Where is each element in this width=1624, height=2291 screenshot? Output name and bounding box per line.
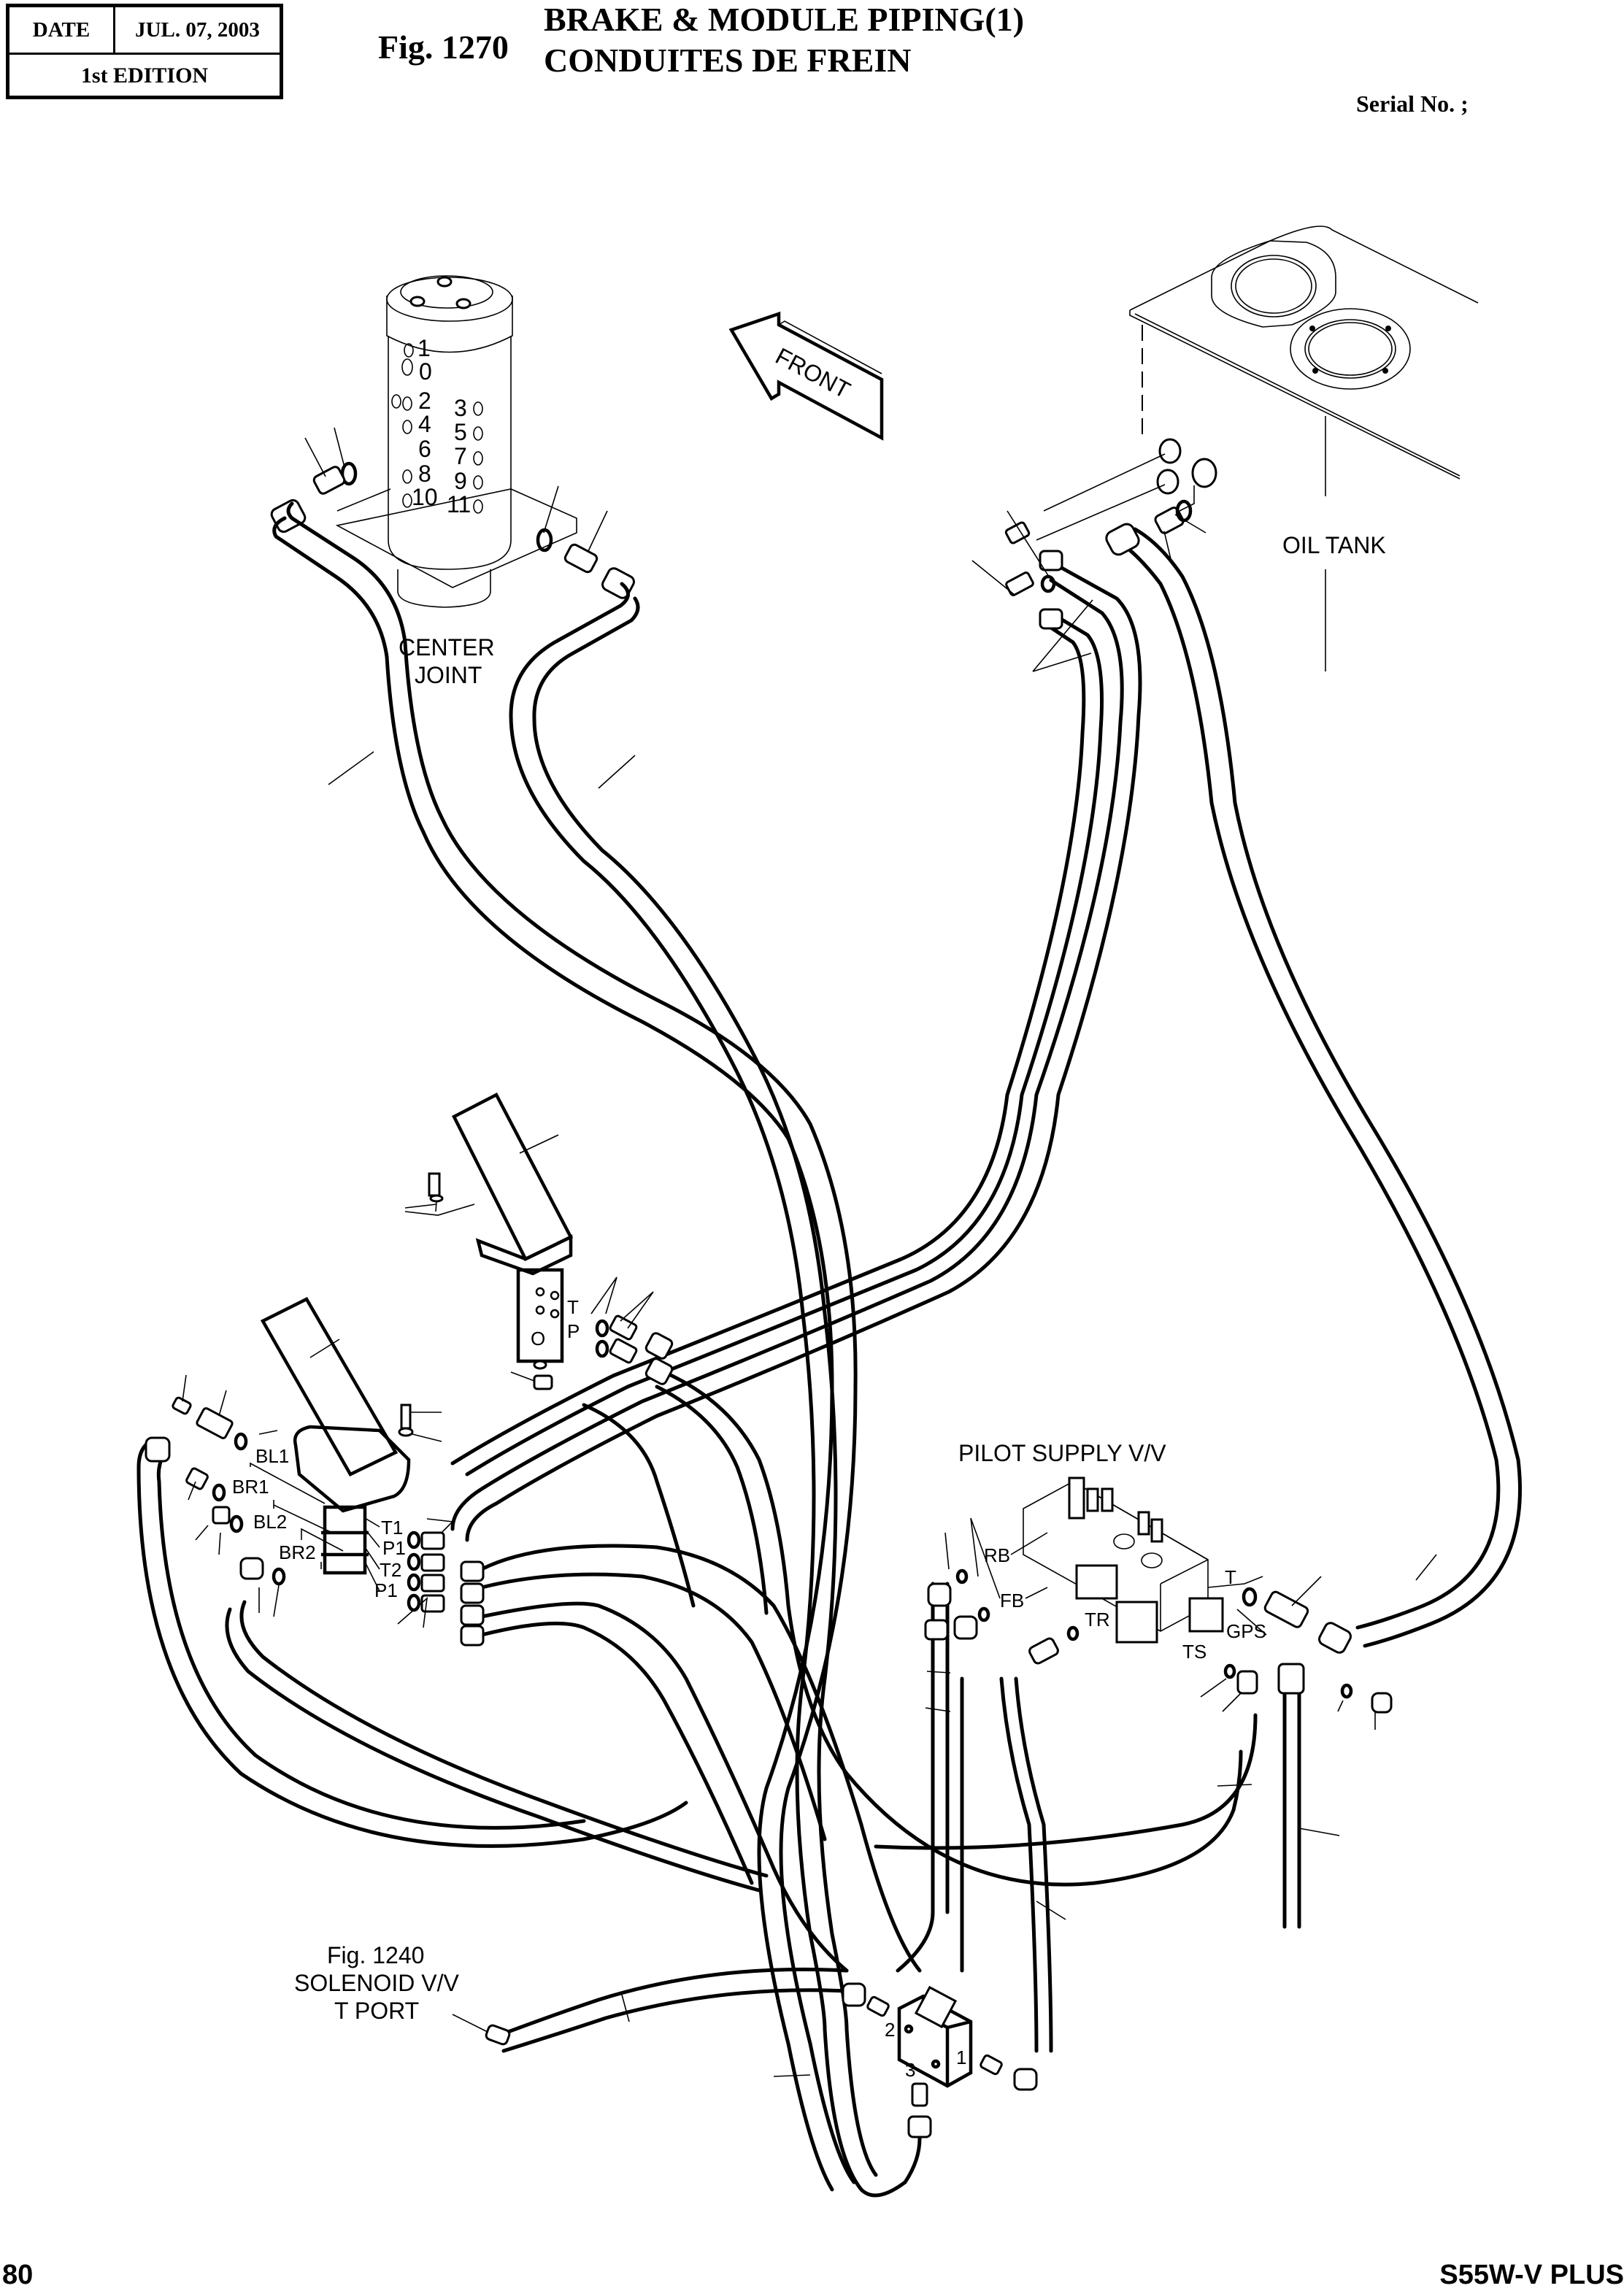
cj-port-10: 10 <box>412 484 438 510</box>
hoses <box>136 501 1522 2198</box>
pilot-valve-port-labels: RB FB TR T GPS TS <box>984 1532 1266 1663</box>
cj-port-2: 2 <box>418 388 431 414</box>
title-french: CONDUITES DE FREIN <box>544 42 912 79</box>
pv-port-rb: RB <box>984 1544 1010 1566</box>
solenoid-ref-fig: Fig. 1240 <box>327 1942 424 1968</box>
figure-number: Fig. 1270 <box>378 28 509 66</box>
pilot-valve-fittings <box>924 1517 1393 1730</box>
bv-port-t1: T1 <box>381 1517 403 1539</box>
pedal-valve-fittings <box>510 1277 674 1390</box>
pv-port-fb: FB <box>1000 1590 1024 1612</box>
date-value: JUL. 07, 2003 <box>135 18 260 42</box>
front-arrow-icon: FRONT <box>728 311 884 441</box>
pv-port-gps: GPS <box>1226 1620 1266 1642</box>
edition-label: 1st EDITION <box>80 63 209 88</box>
solenoid-valve <box>842 1982 1038 2138</box>
model-name: S55W-V PLUS <box>1439 2260 1624 2290</box>
pv-port-ts: TS <box>1182 1641 1207 1663</box>
date-label: DATE <box>9 7 115 53</box>
cj-port-5: 5 <box>454 419 467 445</box>
center-joint-fittings <box>270 427 635 599</box>
revision-box: DATE JUL. 07, 2003 1st EDITION <box>6 4 283 99</box>
cj-port-7: 7 <box>454 443 467 469</box>
lower-brake-pedal <box>260 1297 442 1575</box>
center-joint: 1 0 2 3 4 5 6 7 8 9 10 11 <box>335 275 577 608</box>
serial-number: Serial No. ; <box>1356 91 1469 117</box>
pilot-supply-valve-label: PILOT SUPPLY V/V <box>958 1440 1166 1466</box>
upper-brake-pedal <box>404 1092 574 1363</box>
pv-port-tr: TR <box>1085 1609 1110 1630</box>
solenoid-ref-name: SOLENOID V/V <box>294 1970 460 1996</box>
cj-port-6: 6 <box>418 436 431 462</box>
page-number: 80 <box>2 2260 34 2290</box>
bv-port-br1: BR1 <box>232 1476 269 1498</box>
pv-port-t: T <box>1225 1566 1236 1588</box>
cj-port-4: 4 <box>418 411 431 437</box>
brake-valve-fittings <box>145 1374 485 1647</box>
oil-tank-label: OIL TANK <box>1282 532 1386 558</box>
cj-port-0: 0 <box>419 358 432 385</box>
title-english: BRAKE & MODULE PIPING(1) <box>544 1 1025 38</box>
solenoid-port-3: 3 <box>905 2059 915 2081</box>
center-joint-label-1: CENTER <box>399 634 495 661</box>
cj-port-11: 11 <box>447 491 471 517</box>
bv-port-p1-lower: P1 <box>374 1579 398 1601</box>
bv-port-bl2: BL2 <box>253 1511 287 1533</box>
bv-port-bl1: BL1 <box>255 1445 289 1467</box>
callout-leaders <box>328 751 1437 2077</box>
pedal-port-o: O <box>531 1328 545 1349</box>
cj-port-9: 9 <box>454 468 467 494</box>
oil-tank-fittings <box>971 499 1207 672</box>
solenoid-port-1: 1 <box>956 2047 966 2068</box>
pedal-port-t: T <box>567 1296 579 1318</box>
center-joint-label-2: JOINT <box>415 662 482 688</box>
cj-port-3: 3 <box>454 395 467 421</box>
solenoid-ref-port: T PORT <box>334 1998 419 2024</box>
solenoid-port-2: 2 <box>885 2019 895 2041</box>
oil-tank <box>1036 226 1479 671</box>
cj-port-1: 1 <box>417 335 431 361</box>
pilot-supply-valve <box>1023 1476 1224 1644</box>
cj-port-8: 8 <box>418 461 431 487</box>
bv-port-p1-upper: P1 <box>382 1537 406 1559</box>
brake-valve-port-labels: BL1 BR1 BL2 BR2 T1 P1 T2 P1 <box>232 1445 406 1601</box>
pedal-port-p: P <box>567 1320 580 1342</box>
bv-port-t2: T2 <box>380 1559 401 1581</box>
bv-port-br2: BR2 <box>279 1541 316 1563</box>
